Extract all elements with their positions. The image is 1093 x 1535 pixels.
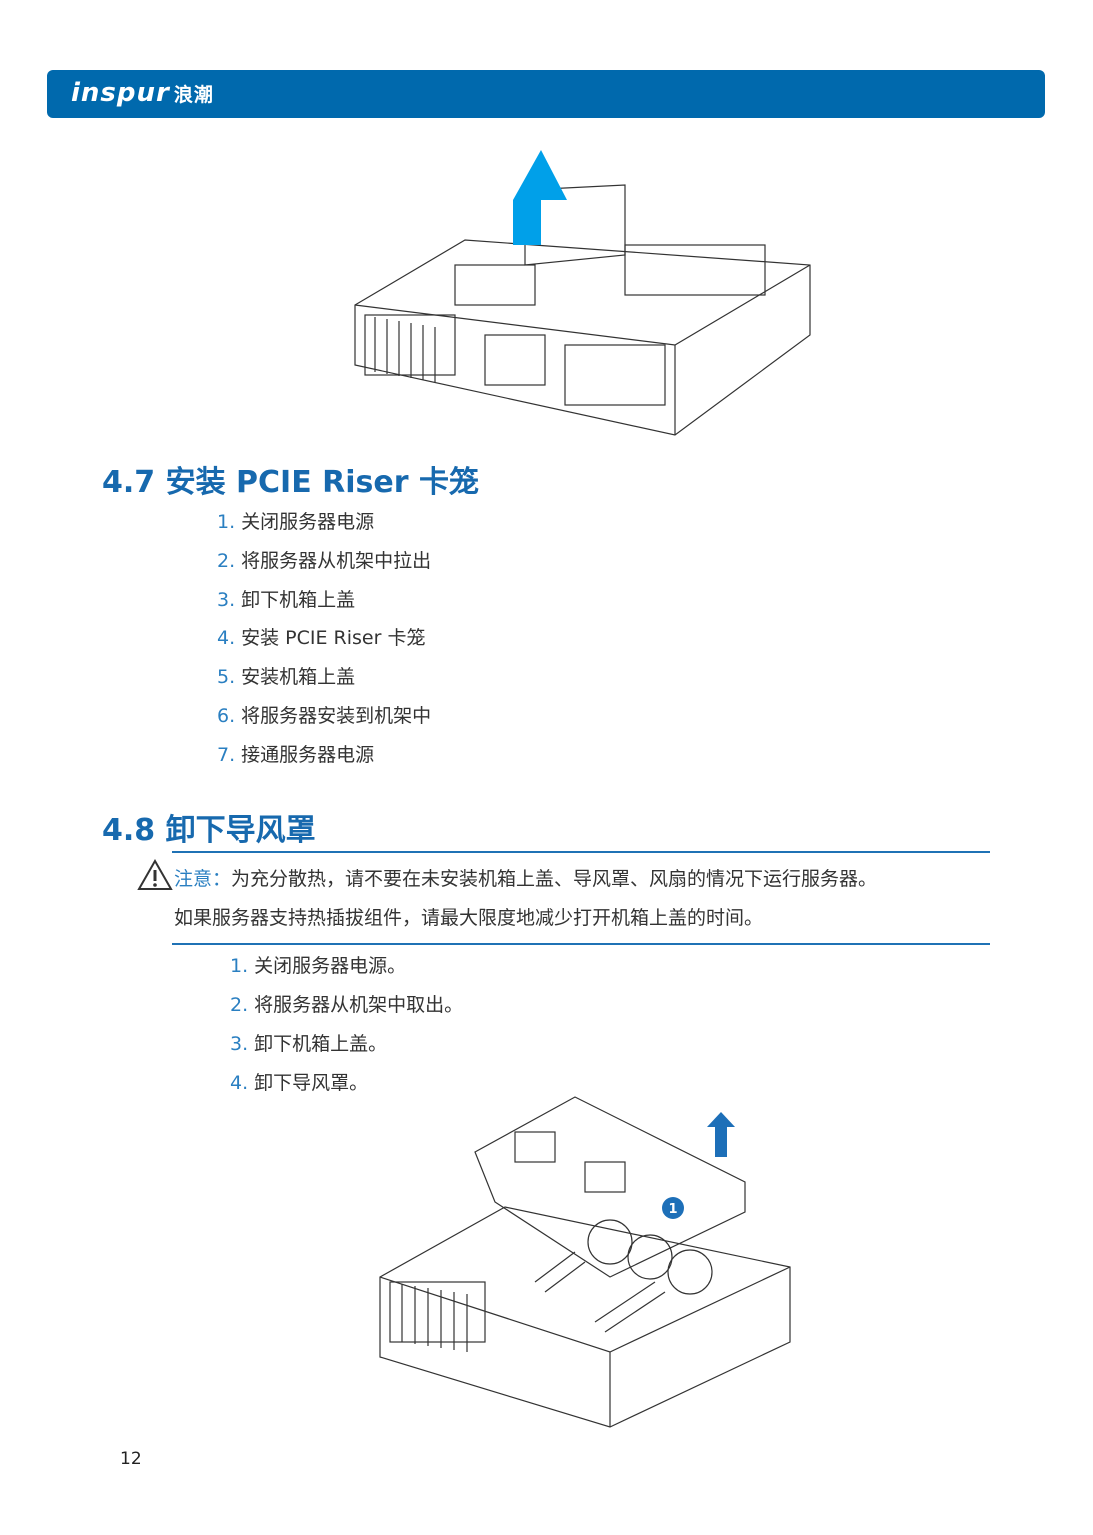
- page-number: 12: [120, 1449, 142, 1469]
- list-item: 4.卸下导风罩。: [230, 1072, 369, 1094]
- note-top-divider: [172, 851, 990, 853]
- warning-icon: [137, 859, 173, 890]
- list-item: 3.卸下机箱上盖。: [230, 1033, 388, 1055]
- list-item: 2.将服务器从机架中拉出: [217, 550, 432, 572]
- section-heading-4-7: 4.7 安装 PCIE Riser 卡笼: [102, 465, 479, 500]
- air-duct-illustration: 1: [379, 1096, 791, 1428]
- list-item: 5.安装机箱上盖: [217, 666, 356, 688]
- list-item: 7.接通服务器电源: [217, 744, 375, 766]
- list-item: 1.关闭服务器电源: [217, 511, 375, 533]
- riser-cage-illustration: [354, 150, 811, 436]
- note-line-1: 注意：为充分散热，请不要在未安装机箱上盖、导风罩、风扇的情况下运行服务器。: [174, 868, 878, 890]
- note-bottom-divider: [172, 943, 990, 945]
- list-item: 1.关闭服务器电源。: [230, 955, 407, 977]
- section-heading-4-8: 4.8 卸下导风罩: [102, 813, 316, 848]
- list-item: 4.安装 PCIE Riser 卡笼: [217, 627, 426, 649]
- list-item: 3.卸下机箱上盖: [217, 589, 356, 611]
- list-item: 6.将服务器安装到机架中: [217, 705, 432, 727]
- list-item: 2.将服务器从机架中取出。: [230, 994, 464, 1016]
- note-line-2: 如果服务器支持热插拔组件，请最大限度地减少打开机箱上盖的时间。: [174, 907, 764, 929]
- callout-1: 1: [668, 1202, 677, 1217]
